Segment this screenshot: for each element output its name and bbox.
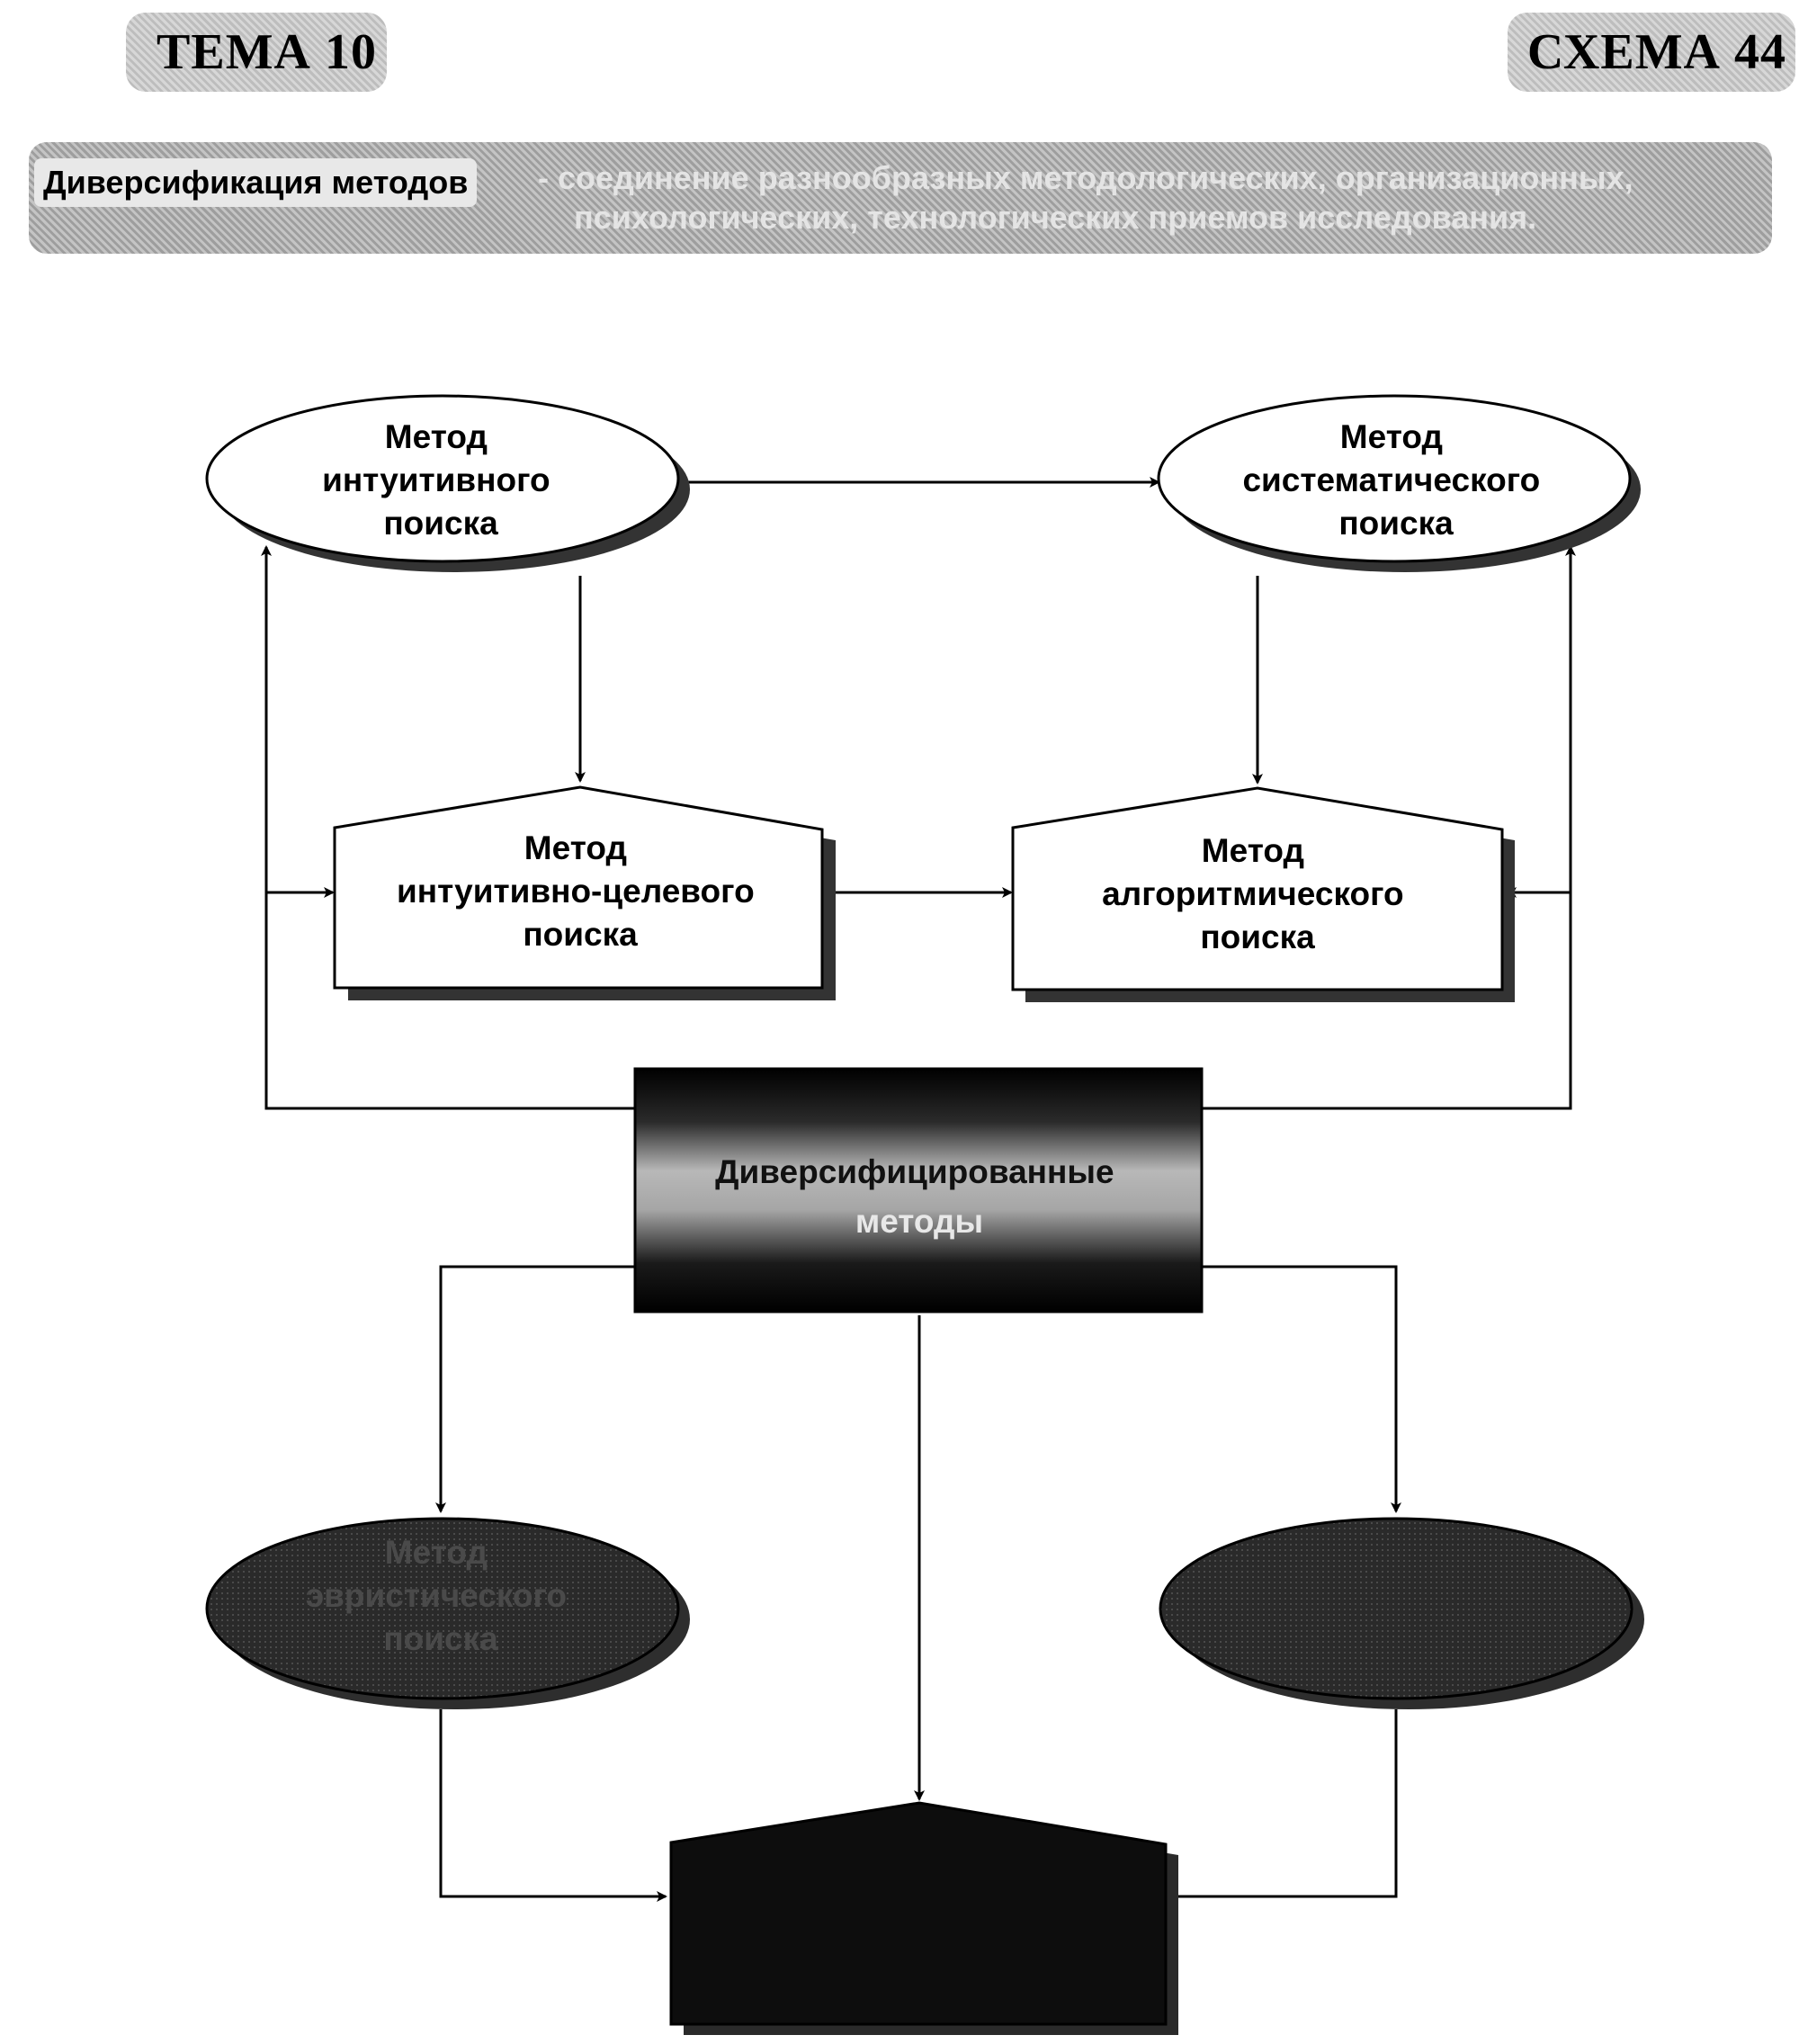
svg-text:Метод интуитивно-целевог: Метод интуитивно-целевого поиска xyxy=(397,829,764,953)
connector-right-loop xyxy=(1196,545,1576,1110)
goal-line-1: Метод xyxy=(524,829,627,866)
definition-term: Диверсификация методов xyxy=(34,158,478,207)
scheme-label: СХЕМА 44 xyxy=(1508,13,1795,92)
arrow-diversified-to-bottom-left xyxy=(435,1265,639,1513)
node-bottom-method xyxy=(669,1801,1178,2035)
goal-line-2: интуитивно-целевого xyxy=(397,873,755,910)
svg-text:Метод систематического: Метод систематического поиска xyxy=(1242,418,1549,542)
svg-text:Метод алгоритмического: Метод алгоритмического поиска xyxy=(1102,832,1413,955)
arrow-diversified-to-bottom-right xyxy=(1196,1265,1401,1513)
node-intuitive-goal-search: Метод интуитивно-целевого поиска xyxy=(333,785,836,1000)
algorithmic-line-3: поиска xyxy=(1200,919,1315,955)
svg-text:Метод интуитивного: Метод интуитивного поиска xyxy=(322,418,559,542)
intuitive-line-2: интуитивного xyxy=(322,462,550,498)
svg-text:Метод эвристического: Метод эвристического поиска xyxy=(306,1534,577,1657)
node-bottom-right-method xyxy=(1159,1517,1644,1709)
definition-line-2: психологических, технологических приемов… xyxy=(574,199,1537,236)
algorithmic-line-2: алгоритмического xyxy=(1102,875,1404,912)
node-diversified-methods: Диверсифицированные методы xyxy=(633,1067,1204,1313)
systematic-line-2: систематического xyxy=(1242,462,1540,498)
systematic-line-3: поиска xyxy=(1338,505,1454,542)
intuitive-line-3: поиска xyxy=(383,505,498,542)
svg-text:Диверсифицированные мето: Диверсифицированные методы xyxy=(715,1153,1123,1240)
bottom-left-line-3: поиска xyxy=(383,1620,498,1657)
node-bottom-left-method: Метод эвристического поиска xyxy=(205,1517,690,1709)
algorithmic-line-1: Метод xyxy=(1202,832,1304,869)
arrow-bottom-left-to-bottom xyxy=(439,1709,667,1902)
node-algorithmic-search: Метод алгоритмического поиска xyxy=(1011,786,1515,1002)
bottom-left-line-1: Метод xyxy=(385,1534,488,1571)
node-systematic-search: Метод систематического поиска xyxy=(1157,394,1641,572)
topic-label: ТЕМА 10 xyxy=(126,13,387,92)
intuitive-line-1: Метод xyxy=(385,418,488,455)
systematic-line-1: Метод xyxy=(1340,418,1443,455)
definition-separator: - xyxy=(538,159,549,196)
bottom-left-line-2: эвристического xyxy=(306,1577,567,1614)
connector-left-loop xyxy=(261,545,639,1110)
diversified-line-2: методы xyxy=(855,1203,983,1240)
arrow-bottom-right-to-bottom xyxy=(1168,1709,1398,1902)
definition-line-1: соединение разнообразных методологически… xyxy=(558,159,1633,196)
node-intuitive-search: Метод интуитивного поиска xyxy=(205,394,690,572)
diversified-line-1: Диверсифицированные xyxy=(715,1153,1114,1190)
definition-text: - соединение разнообразных методологичес… xyxy=(538,158,1752,238)
goal-line-3: поиска xyxy=(523,916,638,953)
